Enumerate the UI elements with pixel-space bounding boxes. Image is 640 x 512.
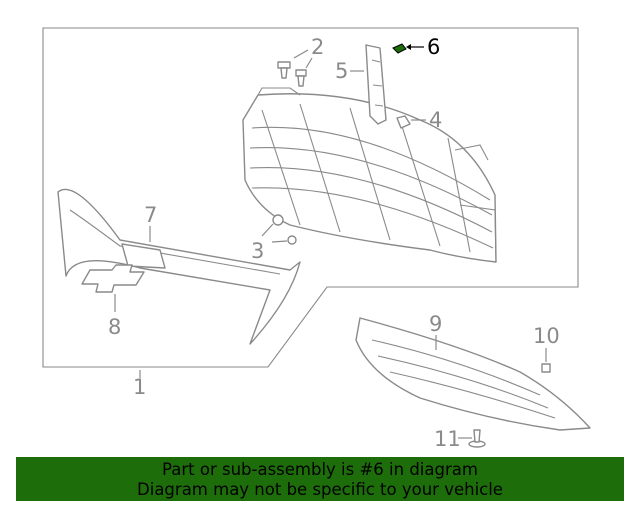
callout-6: 6 (427, 35, 440, 59)
molding-part-7 (57, 188, 301, 345)
clip-part-6 (392, 43, 407, 54)
fastener-part-3a (272, 214, 284, 226)
assembly-1-outline (42, 27, 579, 368)
push-pin-part-11 (468, 429, 486, 448)
callout-9: 9 (429, 312, 442, 336)
callout-8: 8 (108, 315, 121, 339)
callout-7: 7 (144, 203, 157, 227)
nut-part-10 (541, 363, 551, 373)
grille-body (242, 87, 497, 263)
fastener-part-3b (287, 235, 297, 245)
bracket-part-5 (365, 44, 387, 125)
callout-4: 4 (429, 108, 442, 132)
banner-line-2: Diagram may not be specific to your vehi… (137, 480, 503, 499)
nut-part-4 (396, 115, 411, 129)
bolt-part-2 (277, 61, 307, 87)
callout-3: 3 (251, 239, 264, 263)
parts-diagram: 1 2 3 4 5 6 7 8 9 10 11 (42, 27, 591, 451)
callout-5: 5 (335, 59, 348, 83)
callout-1: 1 (133, 375, 146, 399)
callout-11: 11 (434, 427, 461, 451)
info-banner: Part or sub-assembly is #6 in diagram Di… (16, 457, 624, 501)
callout-10: 10 (533, 324, 560, 348)
callout-2: 2 (311, 35, 324, 59)
banner-line-1: Part or sub-assembly is #6 in diagram (162, 460, 478, 479)
emblem-part-8 (81, 264, 145, 293)
